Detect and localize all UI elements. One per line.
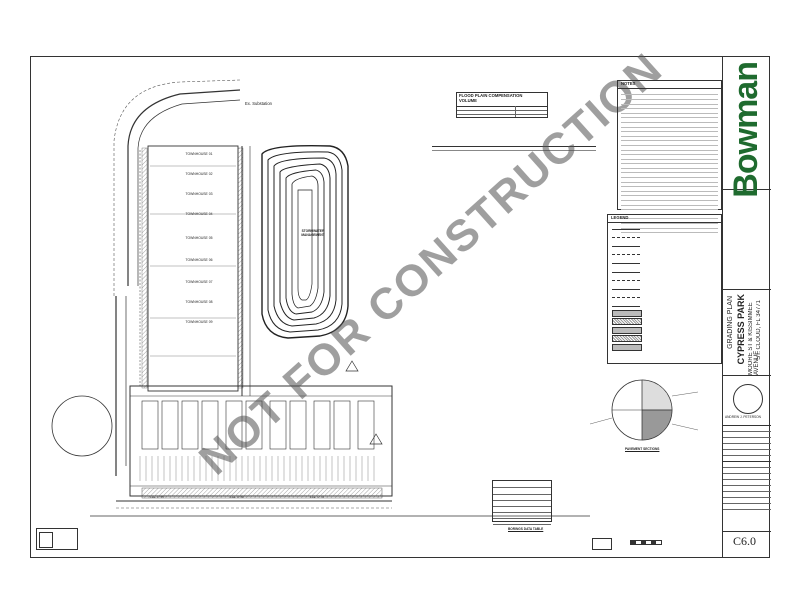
project-info-area <box>723 462 771 532</box>
svg-text:FFE 77.55: FFE 77.55 <box>150 495 164 499</box>
legend-items <box>608 223 721 352</box>
bowman-logo: Bowman <box>727 62 765 198</box>
svg-text:FFE 77.70: FFE 77.70 <box>310 495 324 499</box>
firm-address-area <box>723 190 771 290</box>
project-title-area: GRADING PLAN CYPRESS PARK MOORE ST & KIS… <box>723 290 771 376</box>
townhouse-label: TOWNHOUSE 04 <box>185 212 213 216</box>
legend-panel: LEGEND <box>607 214 722 364</box>
plan-issue-box <box>592 538 612 550</box>
townhouse-label: TOWNHOUSE 05 <box>185 236 213 240</box>
notes-body <box>618 89 721 234</box>
title-block: Bowman GRADING PLAN CYPRESS PARK MOORE S… <box>722 56 771 558</box>
townhouse-label: TOWNHOUSE 09 <box>185 320 213 324</box>
sheet-number-area: C6.0 <box>723 532 771 558</box>
design-stamp <box>36 528 78 550</box>
site-plan-drawing: FFE 77.55 FFE 77.60 FFE 77.70 <box>51 79 590 517</box>
sheet-title: GRADING PLAN <box>727 296 734 349</box>
borings-table-label: BORINGS DATA TABLE <box>508 527 544 531</box>
stormwater-label: STORMWATER MANAGEMENT <box>301 229 325 237</box>
notes-heading: NOTES <box>618 81 721 89</box>
legend-heading: LEGEND <box>608 215 721 223</box>
project-name: CYPRESS PARK <box>736 294 746 365</box>
engineer-seal <box>733 384 763 414</box>
pavement-sections-label: PAVEMENT SECTIONS <box>625 447 660 451</box>
project-city: ST. CLOUD, FL 34771 <box>756 300 762 360</box>
sheet-number: C6.0 <box>733 534 757 548</box>
borings-table <box>492 480 552 525</box>
townhouse-label: TOWNHOUSE 01 <box>185 152 213 156</box>
townhouse-label: TOWNHOUSE 02 <box>185 172 213 176</box>
substation-label: Ex. Substation <box>245 101 273 106</box>
drawing-sheet <box>30 56 770 558</box>
townhouse-label: TOWNHOUSE 07 <box>185 280 213 284</box>
pavement-section-diagram <box>590 379 699 441</box>
structure-table-rule <box>432 146 596 147</box>
notes-panel: NOTES <box>617 80 722 234</box>
flood-plain-title: FLOOD PLAIN COMPENSATION VOLUME <box>459 93 523 103</box>
revision-area <box>723 426 771 462</box>
logo-area: Bowman <box>723 56 771 198</box>
flood-plain-table: FLOOD PLAIN COMPENSATION VOLUME <box>456 92 548 118</box>
townhouse-label: TOWNHOUSE 03 <box>185 192 213 196</box>
townhouse-label: TOWNHOUSE 08 <box>185 300 213 304</box>
engineer-name: ANDREW J. PETERSON <box>725 415 761 419</box>
svg-text:FFE 77.60: FFE 77.60 <box>230 495 244 499</box>
scale-bar <box>630 540 662 545</box>
seal-area: ANDREW J. PETERSON <box>723 376 771 426</box>
structure-table-rule <box>432 150 596 151</box>
townhouse-label: TOWNHOUSE 06 <box>185 258 213 262</box>
